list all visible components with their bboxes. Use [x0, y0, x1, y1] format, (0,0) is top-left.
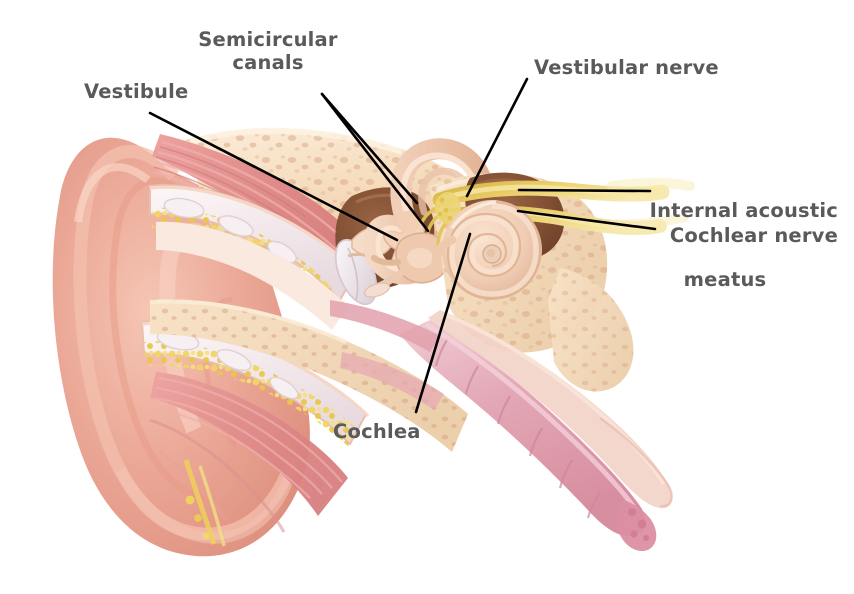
label-internal-acoustic-meatus-line2: meatus: [683, 268, 767, 291]
cochlea: [431, 200, 542, 300]
eustachian-tube: [400, 320, 657, 552]
temporal-bone-lower: [149, 299, 468, 452]
leader-vestibular-nerve: [465, 77, 529, 198]
ear-canal-lumen: [156, 221, 348, 330]
label-semicircular-canals-line2: canals: [232, 51, 304, 74]
leader-semicircular-canals-2: [320, 92, 419, 205]
label-internal-acoustic-meatus-line1: Internal acoustic: [649, 199, 838, 222]
leader-lines: [148, 77, 657, 414]
canal-cartilage-plates-upper: [163, 197, 297, 264]
canal-muscle-lower: [149, 372, 348, 547]
label-vestibular-nerve: Vestibular nerve: [534, 56, 719, 79]
label-vestibule: Vestibule: [84, 80, 189, 103]
leader-cochlear-nerve: [516, 209, 657, 231]
label-internal-acoustic-meatus: Internal acoustic meatus: [538, 153, 838, 337]
label-cochlear-nerve: Cochlear nerve: [669, 224, 838, 247]
vestibule: [363, 232, 449, 298]
label-cochlea: Cochlea: [333, 420, 421, 443]
nasopharynx-soft-tissue: [330, 300, 673, 509]
leader-internal-acoustic-meatus: [517, 188, 652, 193]
leader-semicircular-canals-1: [320, 92, 430, 233]
leader-vestibule: [148, 111, 399, 242]
leader-cochlea: [414, 232, 472, 414]
label-semicircular-canals-line1: Semicircular: [198, 28, 338, 51]
